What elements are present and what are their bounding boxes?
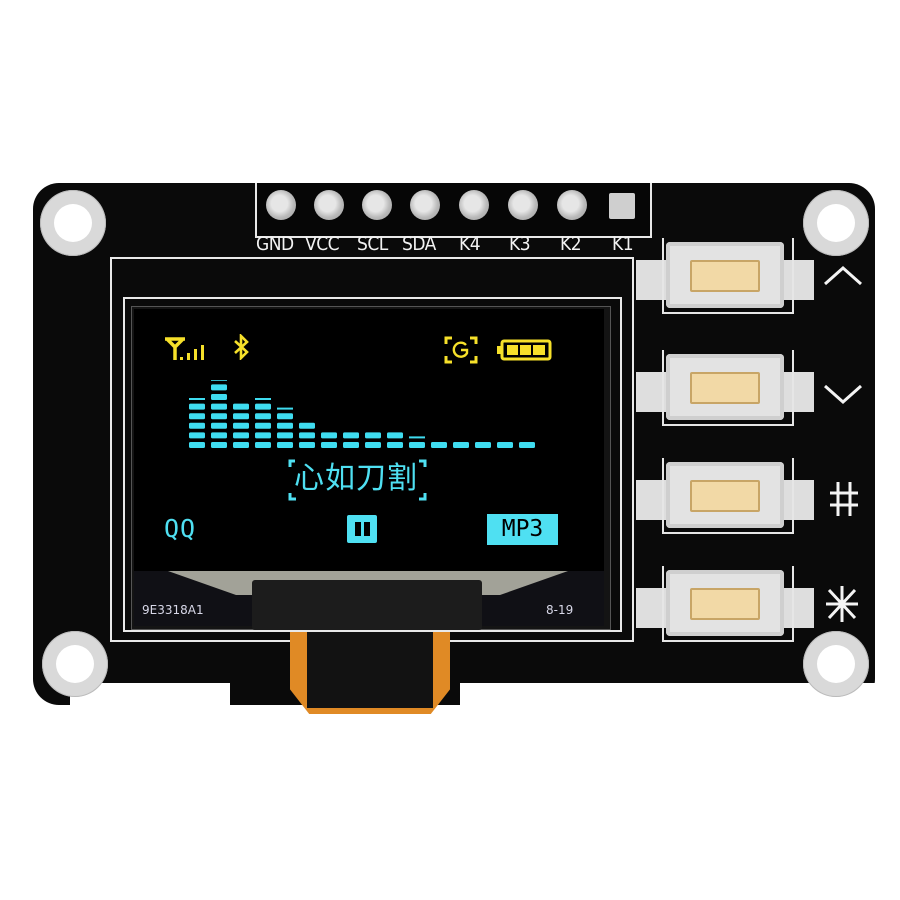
title-bracket-corners bbox=[288, 459, 427, 501]
spectrum-segment bbox=[475, 442, 491, 448]
spectrum-segment bbox=[233, 403, 249, 410]
button-down-cap[interactable] bbox=[690, 372, 760, 404]
button-star[interactable] bbox=[636, 566, 814, 642]
spectrum-segment bbox=[277, 413, 293, 420]
mounting-hole-bottom-left bbox=[42, 631, 108, 697]
spectrum-segment bbox=[211, 422, 227, 429]
button-up[interactable] bbox=[636, 238, 814, 314]
pin-label-k2: K2 bbox=[560, 233, 582, 255]
button-star-cap[interactable] bbox=[690, 588, 760, 620]
spectrum-segment bbox=[255, 422, 271, 429]
oled-driver-ic bbox=[252, 580, 482, 630]
pin-scl[interactable] bbox=[362, 190, 392, 220]
mounting-hole-top-right bbox=[803, 190, 869, 256]
spectrum-segment bbox=[387, 442, 403, 448]
spectrum-segment bbox=[497, 442, 513, 448]
pin-label-vcc: VCC bbox=[305, 233, 340, 255]
spectrum-segment bbox=[189, 413, 205, 420]
spectrum-peak-cap bbox=[409, 436, 425, 439]
spectrum-segment bbox=[365, 432, 381, 439]
pause-icon bbox=[347, 515, 377, 543]
spectrum-segment bbox=[189, 403, 205, 410]
source-label: QQ bbox=[164, 514, 197, 543]
mounting-hole-bottom-right bbox=[803, 631, 869, 697]
battery-icon bbox=[497, 339, 552, 361]
spectrum-peak-cap bbox=[255, 398, 271, 400]
chevron-up-icon bbox=[824, 265, 862, 286]
pin-k3[interactable] bbox=[508, 190, 538, 220]
spectrum-segment bbox=[299, 442, 315, 448]
spectrum-segment bbox=[255, 432, 271, 439]
pin-k1[interactable] bbox=[609, 193, 635, 219]
spectrum-segment bbox=[233, 422, 249, 429]
spectrum-segment bbox=[387, 432, 403, 439]
display-inner-outline bbox=[123, 297, 622, 632]
spectrum-segment bbox=[321, 442, 337, 448]
spectrum-segment bbox=[343, 442, 359, 448]
spectrum-segment bbox=[365, 442, 381, 448]
hash-icon bbox=[830, 482, 858, 516]
spectrum-segment bbox=[233, 442, 249, 448]
button-hash[interactable] bbox=[636, 458, 814, 534]
mounting-hole-top-left bbox=[40, 190, 106, 256]
spectrum-segment bbox=[189, 432, 205, 439]
spectrum-segment bbox=[189, 422, 205, 429]
spectrum-segment bbox=[189, 442, 205, 448]
asterisk-icon bbox=[826, 586, 858, 622]
pin-label-sda: SDA bbox=[402, 233, 436, 255]
pcb-notch-right bbox=[460, 683, 880, 713]
spectrum-peak-cap bbox=[211, 380, 227, 381]
spectrum-segment bbox=[299, 432, 315, 439]
spectrum-segment bbox=[277, 422, 293, 429]
spectrum-segment bbox=[409, 442, 425, 448]
pin-vcc[interactable] bbox=[314, 190, 344, 220]
spectrum-segment bbox=[255, 403, 271, 410]
format-badge: MP3 bbox=[487, 514, 558, 545]
pin-k2[interactable] bbox=[557, 190, 587, 220]
button-up-cap[interactable] bbox=[690, 260, 760, 292]
glass-code-left: 9E3318A1 bbox=[142, 603, 204, 617]
spectrum-segment bbox=[453, 442, 469, 448]
spectrum-visualizer bbox=[189, 380, 535, 448]
spectrum-segment bbox=[211, 432, 227, 439]
spectrum-segment bbox=[277, 442, 293, 448]
spectrum-segment bbox=[431, 442, 447, 448]
spectrum-segment bbox=[233, 432, 249, 439]
spectrum-segment bbox=[211, 394, 227, 400]
pin-label-k4: K4 bbox=[459, 233, 481, 255]
spectrum-segment bbox=[299, 422, 315, 429]
bluetooth-icon bbox=[234, 334, 249, 360]
spectrum-segment bbox=[233, 413, 249, 420]
pin-label-k3: K3 bbox=[509, 233, 531, 255]
spectrum-segment bbox=[321, 432, 337, 439]
spectrum-segment bbox=[211, 413, 227, 420]
spectrum-segment bbox=[519, 442, 535, 448]
spectrum-segment bbox=[343, 432, 359, 439]
spectrum-segment bbox=[211, 403, 227, 410]
flex-cable-stiffener bbox=[307, 632, 433, 708]
song-title: 心如刀割 bbox=[294, 461, 418, 496]
pin-gnd[interactable] bbox=[266, 190, 296, 220]
spectrum-segment bbox=[255, 413, 271, 420]
pin-k4[interactable] bbox=[459, 190, 489, 220]
button-down[interactable] bbox=[636, 350, 814, 426]
glass-code-right: 8-19 bbox=[546, 603, 574, 617]
spectrum-peak-cap bbox=[189, 398, 205, 400]
pin-label-gnd: GND bbox=[256, 233, 294, 255]
spectrum-segment bbox=[211, 384, 227, 391]
song-title-frame: 心如刀割 bbox=[288, 459, 432, 501]
spectrum-peak-cap bbox=[277, 407, 293, 410]
pin-sda[interactable] bbox=[410, 190, 440, 220]
spectrum-segment bbox=[255, 442, 271, 448]
pin-label-k1: K1 bbox=[612, 233, 634, 255]
pin-label-scl: SCL bbox=[357, 233, 388, 255]
g-sensor-icon bbox=[444, 336, 478, 364]
spectrum-segment bbox=[277, 432, 293, 439]
spectrum-segment bbox=[211, 442, 227, 448]
chevron-down-icon bbox=[824, 384, 862, 405]
button-hash-cap[interactable] bbox=[690, 480, 760, 512]
signal-icon bbox=[165, 337, 204, 360]
